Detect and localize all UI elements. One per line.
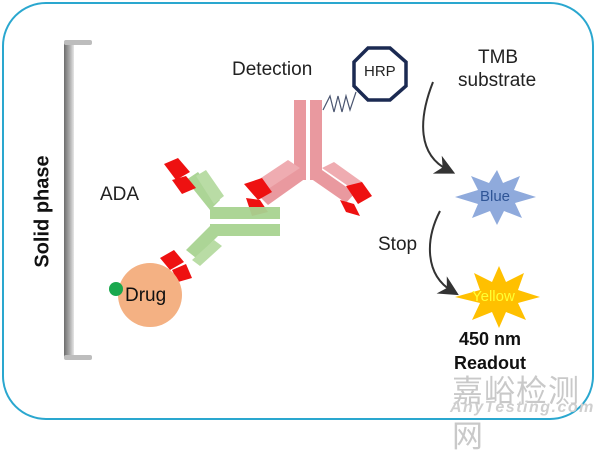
hrp-label: HRP [364, 63, 396, 80]
blue-burst [455, 170, 536, 225]
ada-label: ADA [100, 184, 140, 205]
readout-label: 450 nm Readout [440, 327, 540, 375]
ada-antibody [186, 170, 280, 266]
arrow-hrp-to-blue [422, 81, 456, 174]
tmb-label-line2: substrate [458, 70, 537, 91]
ada-binding-sites [160, 158, 196, 282]
diagram-frame [2, 2, 594, 420]
hrp-octagon [352, 46, 408, 102]
drug-marker-dot [109, 282, 123, 296]
tmb-label-line1: TMB [478, 47, 519, 68]
solid-phase-label: Solid phase [31, 155, 54, 268]
readout-text: Readout [454, 353, 526, 373]
readout-wavelength: 450 nm [458, 329, 522, 349]
watermark-english: AnyTesting.com [450, 399, 595, 416]
yellow-burst [455, 266, 540, 328]
drug-circle [118, 263, 182, 327]
solid-phase-bracket [64, 40, 92, 360]
stop-label: Stop [378, 234, 418, 255]
yellow-label: Yellow [472, 288, 515, 305]
detection-label: Detection [232, 59, 313, 80]
hrp-linker-icon [322, 91, 357, 113]
arrow-blue-to-yellow [428, 210, 459, 296]
drug-label: Drug [125, 285, 167, 306]
diagram-canvas [64, 40, 540, 360]
blue-label: Blue [480, 188, 511, 205]
